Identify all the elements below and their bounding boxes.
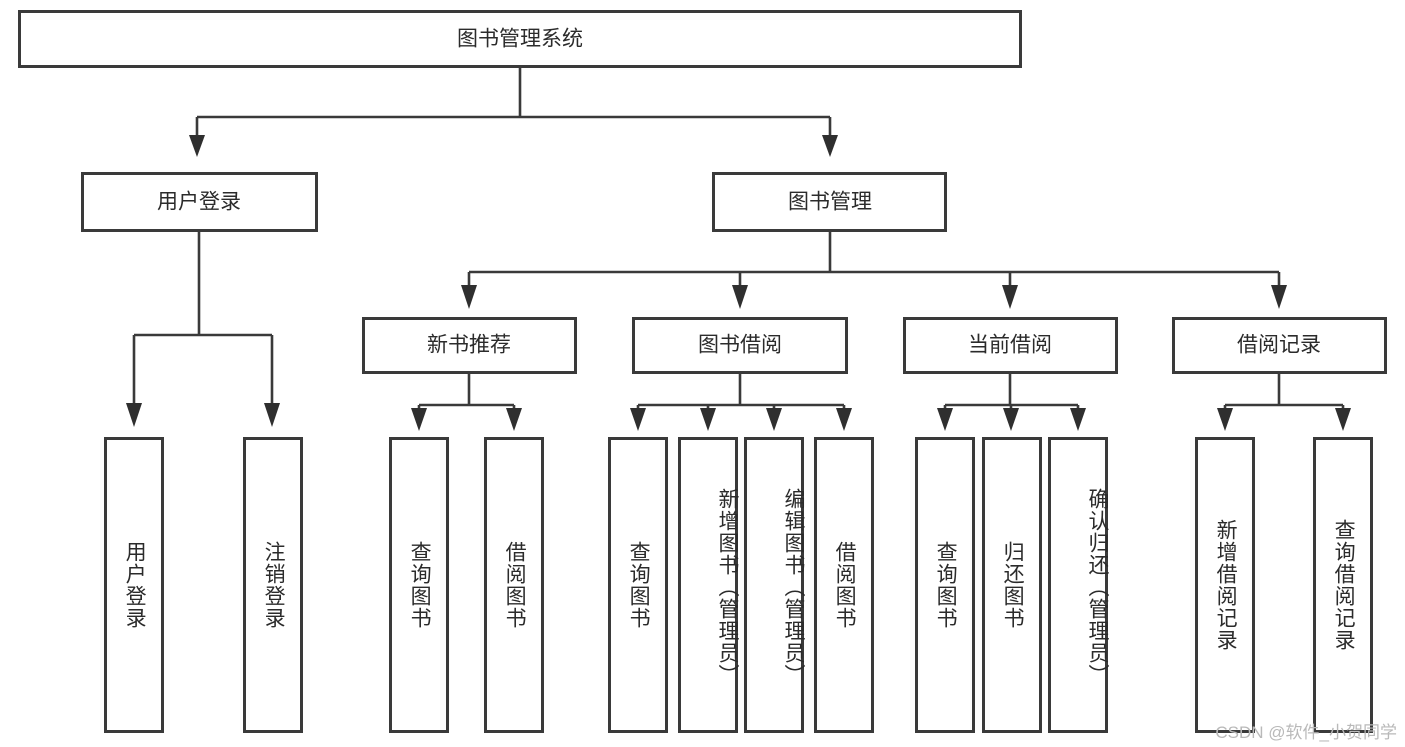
arrow-head-leaf-add-record [1217, 408, 1233, 431]
leaf-boxes-group [104, 437, 1373, 733]
leaf-query-book-3-label: 查询图书 [934, 541, 958, 629]
leaf-user-logout-box[interactable] [243, 437, 303, 733]
connector-group-book-manage [461, 232, 1287, 309]
node-current-borrow-label: 当前借阅 [968, 334, 1052, 357]
leaf-borrow-book-2-box[interactable] [814, 437, 874, 733]
arrow-head-new-book-recommend [461, 285, 477, 309]
connector-group-user-login [126, 232, 280, 427]
connector-group-borrow-record [1217, 374, 1351, 431]
leaf-query-book-2-box[interactable] [608, 437, 668, 733]
arrow-head-leaf-user-login [126, 403, 142, 427]
node-new-book-recommend-box[interactable] [362, 317, 577, 374]
node-book-borrow[interactable]: 图书借阅 [632, 317, 848, 374]
arrow-head-leaf-borrow-book-2 [836, 408, 852, 431]
arrow-head-leaf-add-book [700, 408, 716, 431]
node-book-manage-label: 图书管理 [788, 191, 872, 214]
leaf-add-record-label: 新增借阅记录 [1214, 519, 1238, 651]
node-borrow-record[interactable]: 借阅记录 [1172, 317, 1387, 374]
leaf-query-record-box[interactable] [1313, 437, 1373, 733]
leaf-query-book-1-box[interactable] [389, 437, 449, 733]
node-book-manage[interactable]: 图书管理 [712, 172, 947, 232]
node-user-login-box[interactable] [81, 172, 318, 232]
arrow-head-current-borrow [1002, 285, 1018, 309]
connector-group-current-borrow [937, 374, 1086, 431]
arrow-head-book-manage [822, 135, 838, 157]
node-borrow-record-box[interactable] [1172, 317, 1387, 374]
connector-group-book-borrow [630, 374, 852, 431]
leaf-return-book-box[interactable] [982, 437, 1042, 733]
leaf-borrow-book-1-box[interactable] [484, 437, 544, 733]
node-new-book-recommend-label: 新书推荐 [427, 334, 511, 357]
arrow-head-leaf-query-book-1 [411, 408, 427, 431]
leaf-user-login-box[interactable] [104, 437, 164, 733]
leaf-edit-book-label: 编辑图书（管理员） [782, 488, 805, 686]
arrow-head-leaf-return-book [1003, 408, 1019, 431]
node-book-borrow-label: 图书借阅 [698, 334, 782, 357]
leaf-user-login-label: 用户登录 [123, 541, 147, 629]
leaf-query-record-label: 查询借阅记录 [1332, 519, 1356, 651]
leaf-borrow-book-2-label: 借阅图书 [833, 541, 857, 629]
arrow-head-leaf-user-logout [264, 403, 280, 427]
node-current-borrow-box[interactable] [903, 317, 1118, 374]
watermark-text: CSDN @软件_小贺同学 [1215, 723, 1397, 742]
node-current-borrow[interactable]: 当前借阅 [903, 317, 1118, 374]
node-book-manage-box[interactable] [712, 172, 947, 232]
connector-group-new-book-recommend [411, 374, 522, 431]
connector-group-root [189, 68, 838, 157]
leaf-query-book-3-box[interactable] [915, 437, 975, 733]
leaf-borrow-book-1-label: 借阅图书 [503, 541, 527, 629]
node-new-book-recommend[interactable]: 新书推荐 [362, 317, 577, 374]
arrow-head-leaf-borrow-book-1 [506, 408, 522, 431]
node-root-label: 图书管理系统 [457, 28, 583, 51]
leaf-query-book-2-label: 查询图书 [627, 541, 651, 629]
node-book-borrow-box[interactable] [632, 317, 848, 374]
node-borrow-record-label: 借阅记录 [1237, 334, 1321, 357]
node-root-box[interactable] [18, 10, 1022, 68]
leaf-add-book-label: 新增图书（管理员） [716, 488, 739, 686]
arrow-head-leaf-query-book-3 [937, 408, 953, 431]
node-user-login-label: 用户登录 [157, 191, 241, 214]
node-root[interactable]: 图书管理系统 [18, 10, 1022, 68]
arrow-head-borrow-record [1271, 285, 1287, 309]
arrow-head-leaf-edit-book [766, 408, 782, 431]
node-user-login[interactable]: 用户登录 [81, 172, 318, 232]
leaf-query-book-1-label: 查询图书 [408, 541, 432, 629]
arrow-head-book-borrow [732, 285, 748, 309]
leaf-user-logout-label: 注销登录 [262, 541, 286, 629]
leaf-confirm-return-label: 确认归还（管理员） [1086, 488, 1109, 686]
arrow-head-leaf-confirm-return [1070, 408, 1086, 431]
arrow-head-leaf-query-record [1335, 408, 1351, 431]
leaf-edit-book-box[interactable] [744, 437, 804, 733]
leaf-add-record-box[interactable] [1195, 437, 1255, 733]
leaf-add-book-box[interactable] [678, 437, 738, 733]
arrow-head-leaf-query-book-2 [630, 408, 646, 431]
leaf-return-book-label: 归还图书 [1001, 541, 1025, 629]
leaf-confirm-return-box[interactable] [1048, 437, 1108, 733]
arrow-head-user-login [189, 135, 205, 157]
